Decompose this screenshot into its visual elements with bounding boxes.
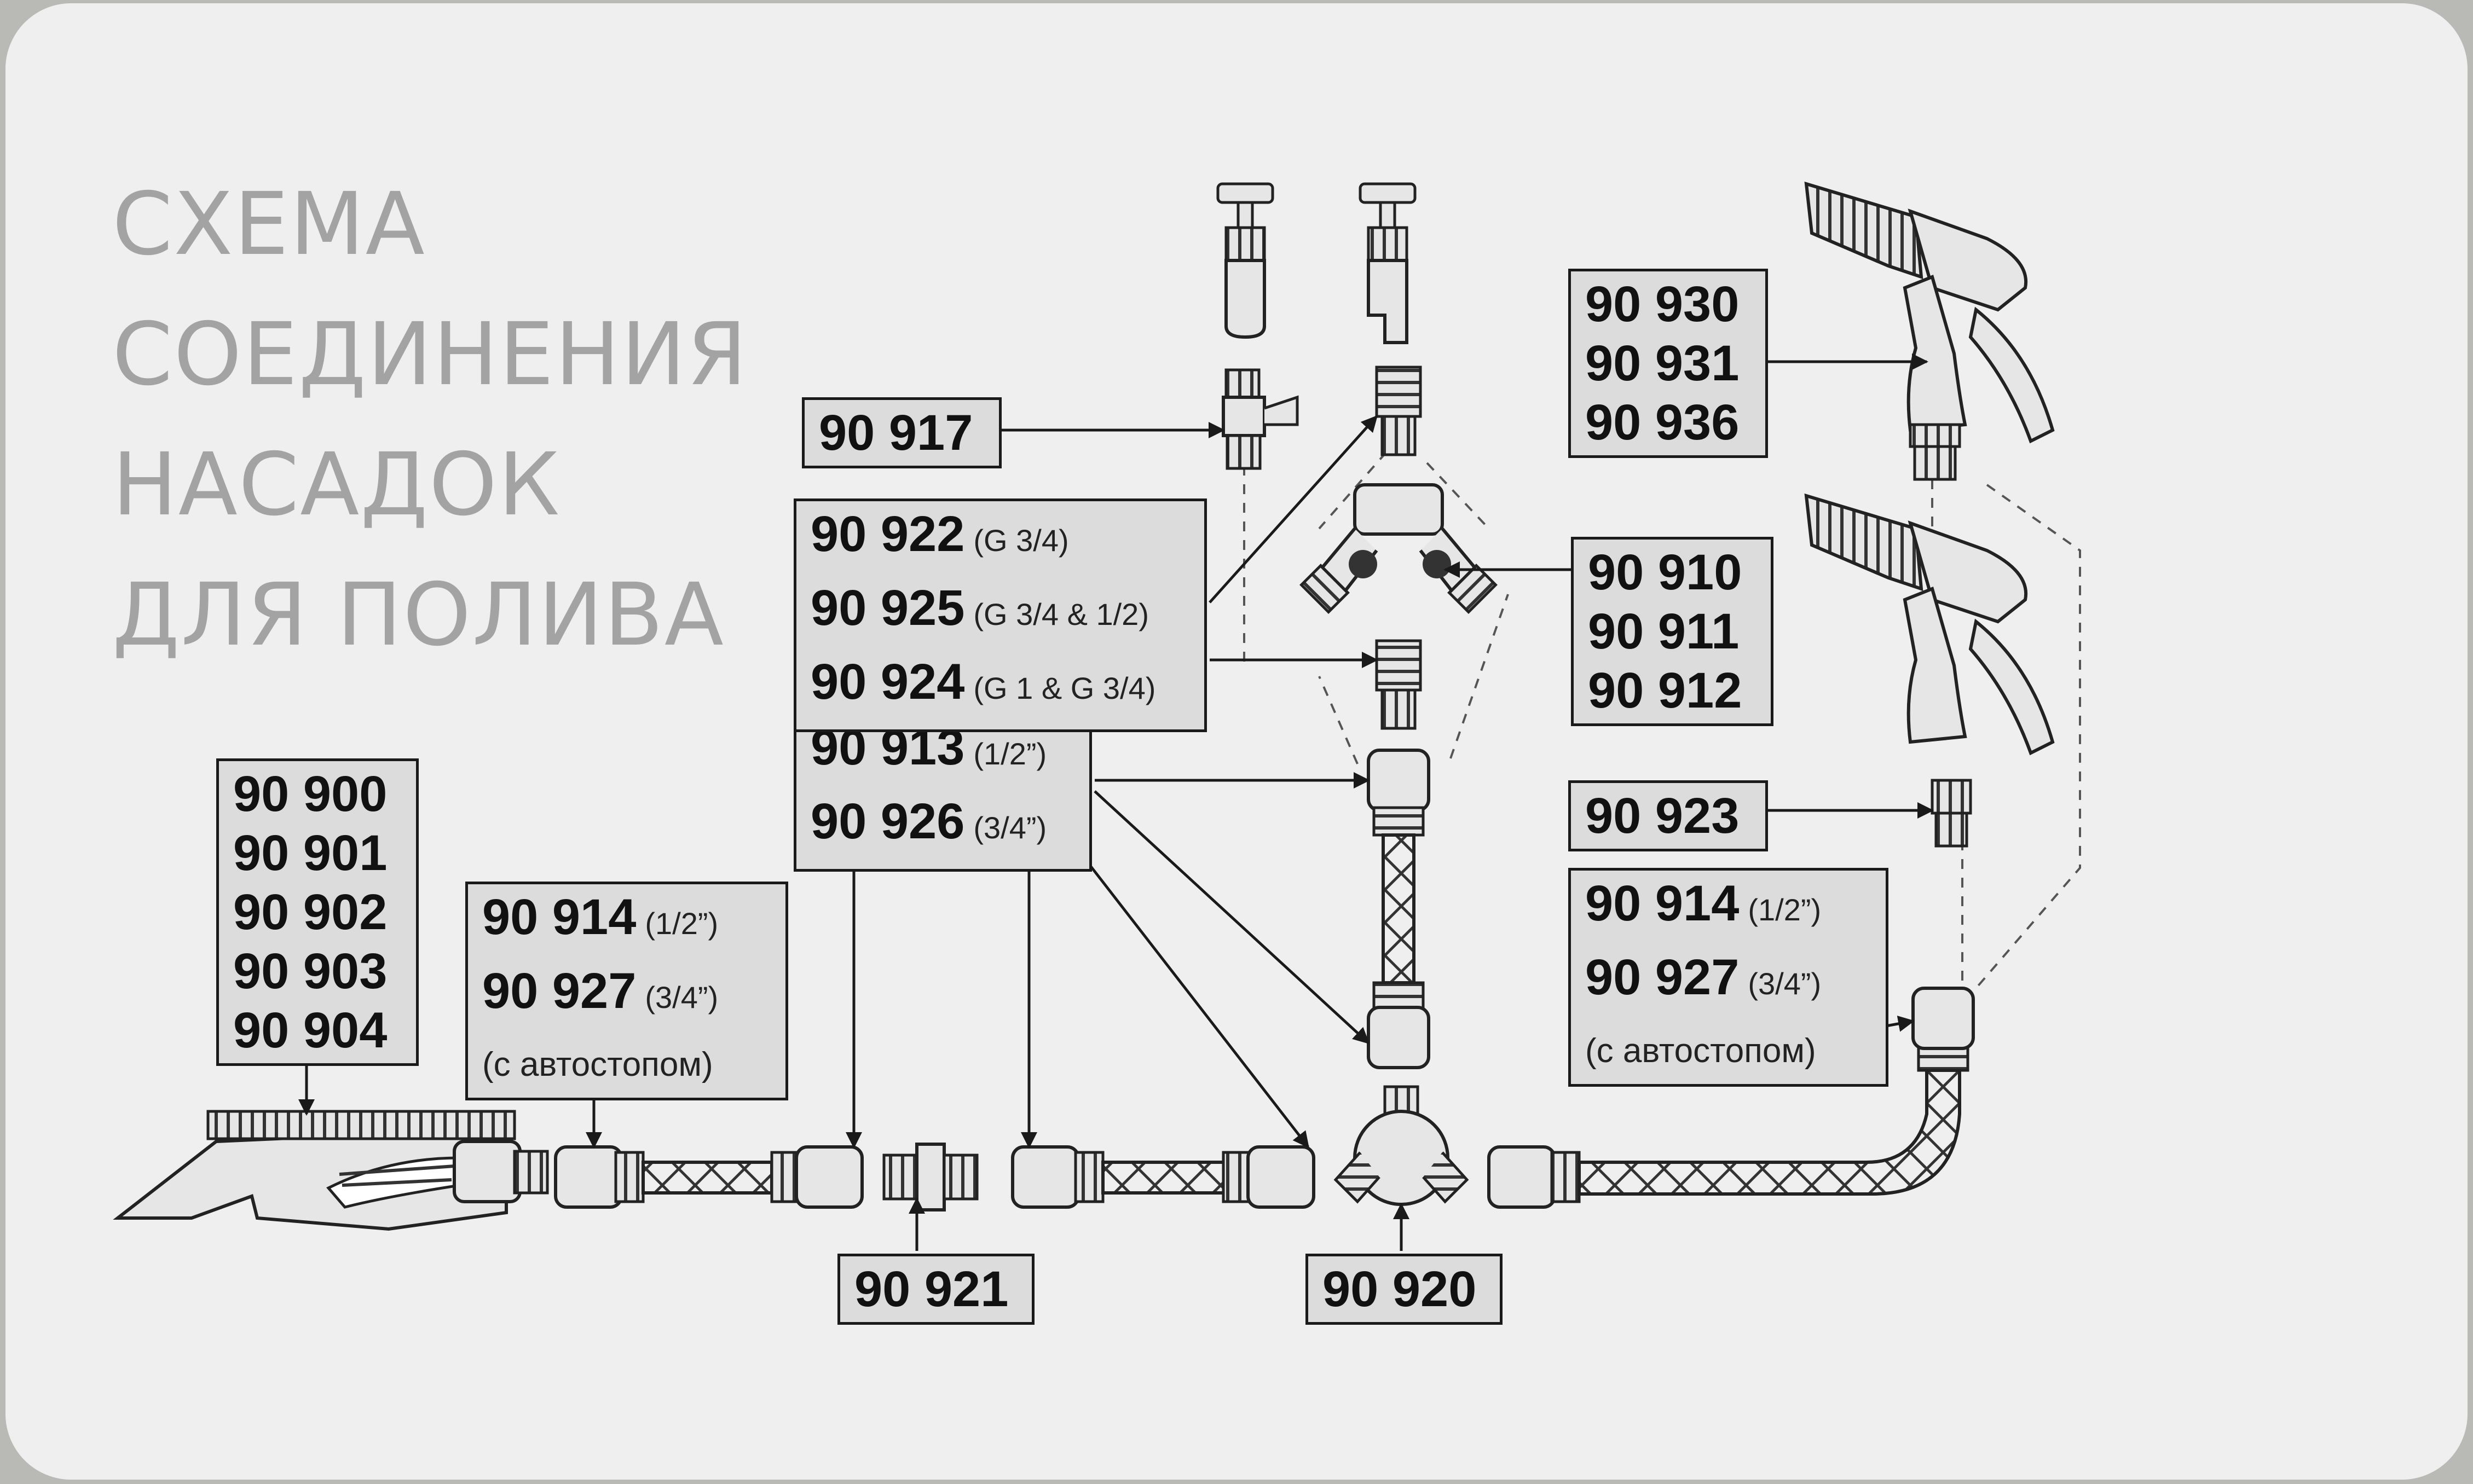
title-line-3: НАСАДОК (112, 434, 561, 535)
hose-segment-1-icon (642, 1161, 773, 1195)
stop-right-code-2: 90 927 (1585, 949, 1740, 1005)
tap-adapter-code-2: 90 925 (811, 580, 965, 636)
stop-connector-left-collar-icon (614, 1151, 645, 1203)
title-line-2: СОЕДИНЕНИЯ (112, 304, 748, 405)
tap-adapter-spec-1: (G 3/4) (973, 523, 1069, 558)
label-stop-connector-left: 90 914(1/2”) 90 927(3/4”) (с автостопом) (465, 882, 788, 1100)
stop-left-spec-1: (1/2”) (645, 906, 719, 941)
instruction-card: СХЕМА СОЕДИНЕНИЯ НАСАДОК ДЛЯ ПОЛИВА (5, 3, 2468, 1480)
hose-connector-3-icon (1246, 1145, 1315, 1209)
hose-connector-spec-1: (1/2”) (973, 737, 1047, 771)
sprinkler-code-4: 90 903 (233, 943, 388, 999)
tap-adapter-code-3: 90 924 (811, 654, 965, 710)
tap-valve-code: 90 917 (819, 405, 973, 461)
stop-right-spec-2: (3/4”) (1748, 966, 1822, 1001)
stop-left-code-2: 90 927 (482, 963, 637, 1019)
vertical-connector-top-collar-icon (1372, 806, 1425, 837)
spray-gun-code-3: 90 936 (1585, 395, 1740, 450)
label-gun-adapter: 90 923 (1568, 780, 1768, 851)
sprinkler-code-2: 90 901 (233, 825, 388, 881)
tap-adapter-code-1: 90 922 (811, 506, 965, 562)
label-three-way: 90 920 (1305, 1254, 1503, 1325)
hose-connector-1-icon (795, 1145, 864, 1209)
hose-connector-spec-2: (3/4”) (973, 810, 1047, 845)
three-way-connector-icon (1333, 1085, 1469, 1206)
label-tap-adapter: 90 922(G 3/4) 90 925(G 3/4 & 1/2) 90 924… (794, 498, 1207, 732)
hose-connector-2-collar-icon (1074, 1151, 1105, 1203)
tap-valve-icon (1222, 368, 1299, 470)
hose-connector-1-collar-icon (770, 1151, 801, 1203)
stop-right-note: (с автостопом) (1585, 1032, 1816, 1070)
main-hose-line (113, 987, 1975, 1231)
tap-adapter-icon (1375, 366, 1422, 456)
tap-adapter-spec-2: (G 3/4 & 1/2) (973, 597, 1149, 631)
leader-lines (298, 353, 1934, 1251)
stop-connector-left-icon (554, 1145, 623, 1209)
label-sprinkler: 90 900 90 901 90 902 90 903 90 904 (216, 758, 419, 1066)
vertical-connector-bottom-icon (1367, 1006, 1430, 1069)
label-hose-connector: 90 913(1/2”) 90 926(3/4”) (794, 712, 1092, 872)
label-y-splitter: 90 910 90 911 90 912 (1571, 537, 1773, 726)
spray-gun-code-1: 90 930 (1585, 276, 1740, 332)
spray-gun-top-icon (1804, 181, 2055, 481)
vertical-tap-line (1216, 182, 1498, 1069)
sprinkler-code-5: 90 904 (233, 1002, 388, 1058)
stop-left-spec-2: (3/4”) (645, 980, 719, 1015)
diagram-title: СХЕМА СОЕДИНЕНИЯ НАСАДОК ДЛЯ ПОЛИВА (112, 159, 824, 680)
connection-diagram (113, 181, 2081, 1251)
hose-segment-3-icon (1578, 1069, 1961, 1196)
y-splitter-code-3: 90 912 (1588, 663, 1742, 718)
hose-connector-4-icon (1487, 1145, 1556, 1209)
gun-adapter-code: 90 923 (1585, 788, 1740, 844)
y-splitter-code-2: 90 911 (1588, 604, 1740, 659)
coupler-icon (882, 1143, 979, 1211)
vertical-connector-bottom-collar-icon (1372, 981, 1425, 1012)
stop-left-note: (с автостопом) (482, 1046, 713, 1083)
vertical-connector-top-icon (1367, 749, 1430, 812)
y-splitter-code-1: 90 910 (1588, 544, 1742, 600)
adapter-g1-icon (1375, 639, 1422, 730)
hose-segment-2-icon (1101, 1161, 1228, 1195)
coupler-code: 90 921 (854, 1261, 1009, 1317)
stop-connector-right-icon (1911, 987, 1975, 1050)
tap-left-icon (1216, 182, 1274, 339)
hose-connector-2-icon (1011, 1145, 1080, 1209)
spray-gun-code-2: 90 931 (1585, 335, 1740, 391)
label-stop-connector-right: 90 914(1/2”) 90 927(3/4”) (с автостопом) (1568, 868, 1888, 1087)
sprinkler-code-3: 90 902 (233, 884, 388, 940)
spray-gun-bottom-icon (1804, 493, 2055, 756)
label-coupler: 90 921 (837, 1254, 1035, 1325)
stop-left-code-1: 90 914 (482, 889, 637, 945)
tap-adapter-spec-3: (G 1 & G 3/4) (973, 671, 1156, 705)
hose-connector-code-2: 90 926 (811, 793, 965, 849)
three-way-code: 90 920 (1322, 1261, 1477, 1317)
sprinkler-icon (113, 1110, 549, 1231)
title-line-1: СХЕМА (112, 174, 426, 275)
stop-right-code-1: 90 914 (1585, 876, 1740, 931)
title-line-4: ДЛЯ ПОЛИВА (112, 565, 725, 665)
label-tap-valve: 90 917 (802, 397, 1002, 468)
gun-adapter-icon (1931, 779, 1972, 848)
tap-right-icon (1359, 182, 1417, 344)
hose-connector-4-collar-icon (1550, 1151, 1581, 1203)
sprinkler-code-1: 90 900 (233, 766, 388, 822)
label-spray-gun: 90 930 90 931 90 936 (1568, 269, 1768, 458)
stop-right-spec-1: (1/2”) (1748, 892, 1822, 927)
vertical-hose-icon (1382, 833, 1415, 984)
